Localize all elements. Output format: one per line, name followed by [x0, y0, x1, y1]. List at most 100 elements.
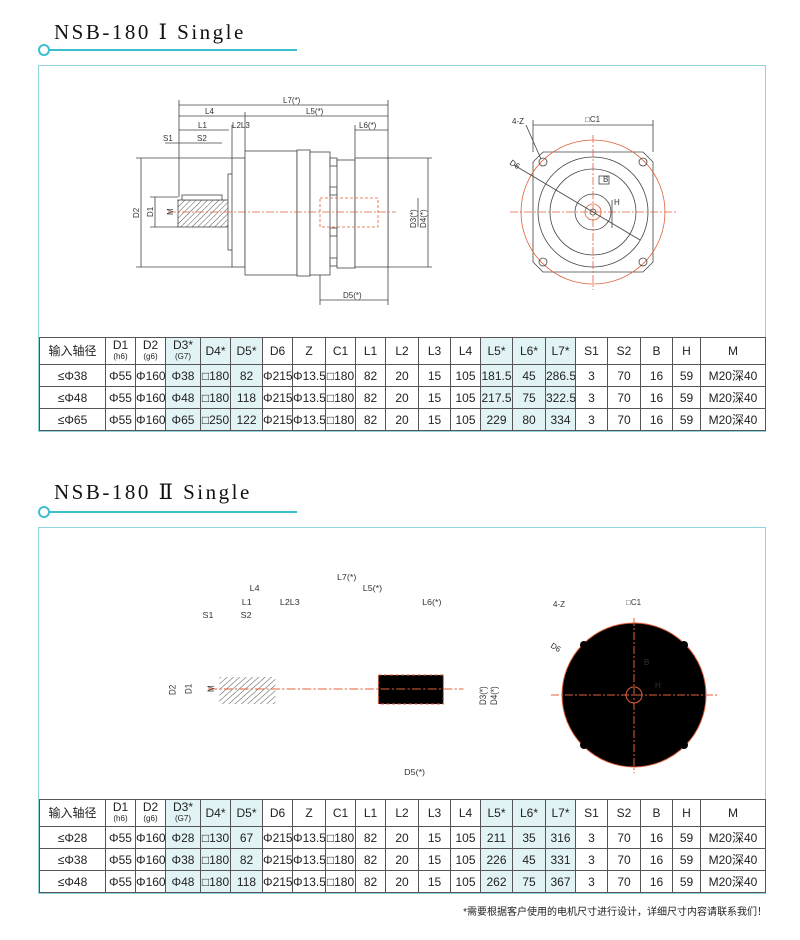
- output-shaft: [177, 199, 233, 228]
- table-cell: □180: [200, 386, 231, 409]
- label-l1: L1: [242, 597, 252, 606]
- column-header-label: L5*: [487, 805, 506, 820]
- bolt-hole: [538, 157, 548, 167]
- column-header-label: Z: [305, 805, 313, 820]
- table-cell: ≤Φ38: [39, 364, 106, 387]
- table-cell: 45: [512, 364, 546, 387]
- table-cell: 20: [385, 408, 419, 431]
- table-cell: Φ65: [165, 408, 201, 431]
- side-view-drawing: L7(*) L4 L5(*) L1 L2L3 L6(*) S1 S2 D5(*)…: [132, 96, 432, 305]
- table-cell: 15: [418, 870, 451, 893]
- table-cell: 75: [512, 870, 546, 893]
- label-d2: D2: [132, 207, 141, 218]
- table-cell: 20: [385, 826, 419, 849]
- table-cell: 82: [230, 848, 263, 871]
- label-d1: D1: [183, 684, 194, 694]
- table-cell: Φ13.5: [292, 386, 326, 409]
- column-header: D4*: [200, 337, 231, 365]
- label-l4: L4: [205, 107, 214, 116]
- table-cell: M20深40: [700, 386, 766, 409]
- column-header-label: S1: [584, 805, 599, 820]
- table-cell: □180: [200, 870, 231, 893]
- gear-housing: [294, 628, 353, 752]
- label-d1: D1: [146, 206, 155, 217]
- table-cell: Φ55: [105, 826, 136, 849]
- table-cell: 3: [575, 364, 608, 387]
- table-cell: Φ55: [105, 386, 136, 409]
- column-header: C1: [325, 799, 356, 827]
- table-cell: □180: [200, 848, 231, 871]
- shaft-key: [181, 194, 223, 201]
- front-view-drawing-2: □C1 4-Z D6 B H: [549, 598, 717, 773]
- table-cell: 59: [672, 364, 701, 387]
- table-cell: M20深40: [700, 826, 766, 849]
- column-header: D1(h6): [105, 337, 136, 365]
- column-header: L6*: [512, 337, 546, 365]
- table-cell: Φ215: [262, 848, 293, 871]
- table-cell: □180: [325, 870, 356, 893]
- label-b: B: [644, 658, 649, 667]
- column-header-label: L2: [395, 343, 409, 358]
- table-cell: 16: [640, 386, 673, 409]
- table-cell: Φ48: [165, 386, 201, 409]
- table-cell: 16: [640, 848, 673, 871]
- column-header-label: S2: [616, 343, 632, 358]
- label-s2: S2: [241, 610, 252, 619]
- column-header: S2: [607, 799, 641, 827]
- title-dot-icon: [38, 44, 50, 56]
- table-cell: ≤Φ65: [39, 408, 106, 431]
- column-header-label: D6: [269, 805, 286, 820]
- table-cell: 16: [640, 364, 673, 387]
- title-underline: [44, 49, 297, 51]
- table-cell: Φ160: [135, 848, 166, 871]
- column-header: D3*(G7): [165, 337, 201, 365]
- table-cell: Φ13.5: [292, 848, 326, 871]
- table-cell: Φ160: [135, 870, 166, 893]
- table-cell: ≤Φ48: [39, 870, 106, 893]
- table-cell: 15: [418, 364, 451, 387]
- table-cell: Φ215: [262, 826, 293, 849]
- table-cell: Φ215: [262, 408, 293, 431]
- table-cell: ≤Φ28: [39, 826, 106, 849]
- table-cell: Φ38: [165, 364, 201, 387]
- table-cell: Φ55: [105, 408, 136, 431]
- column-header-label: D3*: [172, 338, 193, 352]
- table-cell: □180: [200, 364, 231, 387]
- table-cell: 286.5: [545, 364, 576, 387]
- label-d5: D5(*): [404, 767, 425, 776]
- label-d6: D6: [508, 158, 522, 171]
- column-header-label: D1: [112, 800, 129, 814]
- column-header-label: H: [682, 805, 691, 820]
- column-header-tolerance: (G7): [175, 814, 191, 823]
- column-header-tolerance: (h6): [113, 352, 128, 361]
- table-cell: 20: [385, 386, 419, 409]
- table-cell: ≤Φ48: [39, 386, 106, 409]
- bolt-hole: [638, 257, 648, 267]
- table-cell: 15: [418, 848, 451, 871]
- table-cell: 59: [672, 870, 701, 893]
- table-cell: 70: [607, 408, 641, 431]
- column-header-label: B: [652, 805, 661, 820]
- table-cell: ≤Φ38: [39, 848, 106, 871]
- column-header-label: B: [652, 343, 661, 358]
- table-cell: 3: [575, 848, 608, 871]
- column-header-label: L2: [395, 805, 409, 820]
- label-d4: D4(*): [419, 209, 428, 228]
- column-header-label: L6*: [519, 343, 539, 358]
- column-header: M: [700, 799, 766, 827]
- bolt-hole: [638, 157, 648, 167]
- bolt-hole: [538, 257, 548, 267]
- column-header-label: L4: [458, 805, 473, 820]
- shaft-key: [223, 672, 269, 677]
- column-header-label: L1: [363, 805, 378, 820]
- column-header-tolerance: (h6): [113, 814, 128, 823]
- label-h: H: [614, 198, 620, 207]
- table-cell: 15: [418, 826, 451, 849]
- column-header-label: D4*: [205, 805, 226, 820]
- column-header: L5*: [480, 799, 513, 827]
- drawing-frame: [38, 65, 766, 432]
- column-header: H: [672, 337, 701, 365]
- table-cell: 82: [355, 870, 386, 893]
